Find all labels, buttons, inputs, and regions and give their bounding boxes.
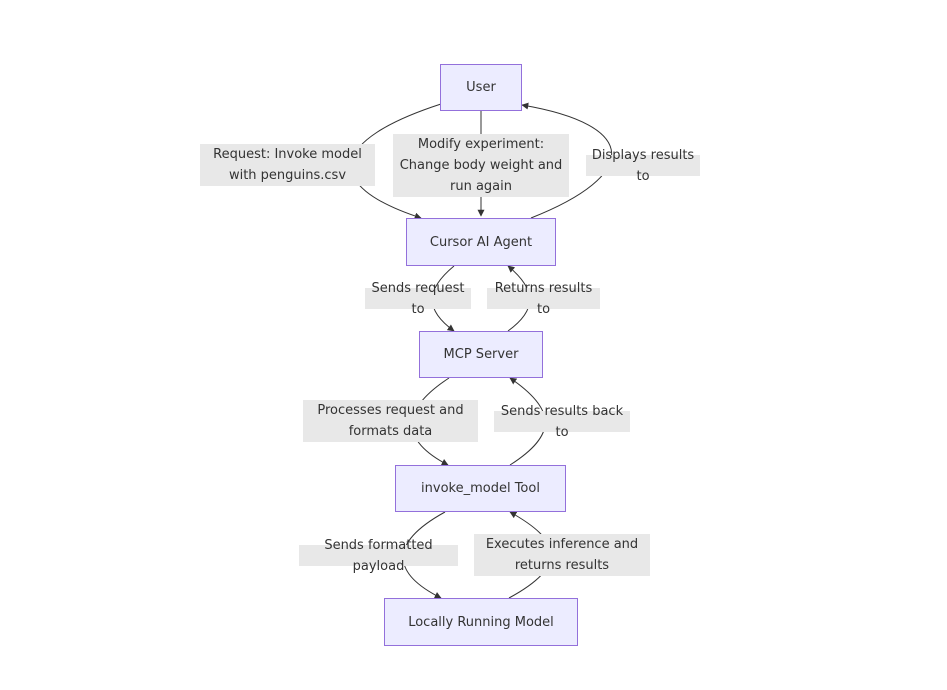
edge-label-request: Request: Invoke model with penguins.csv [200,144,375,186]
edge-label-sends-payload: Sends formatted payload [299,538,458,574]
node-mcp-server: MCP Server [419,331,543,378]
edge-label-modify: Modify experiment: Change body weight an… [393,134,569,197]
edge-label-sends-back: Sends results back to [494,404,630,440]
node-invoke-model-tool: invoke_model Tool [395,465,566,512]
node-user: User [440,64,522,111]
edge-label-executes: Executes inference and returns results [474,534,650,576]
edge-label-processes: Processes request and formats data [303,400,478,442]
edge-label-sends-request: Sends request to [365,281,471,317]
node-locally-running-model: Locally Running Model [384,598,578,646]
node-cursor-ai-agent: Cursor AI Agent [406,218,556,266]
edge-label-returns-results: Returns results to [487,281,600,317]
edge-label-displays: Displays results to [586,148,700,184]
edge-display-results [521,102,613,219]
